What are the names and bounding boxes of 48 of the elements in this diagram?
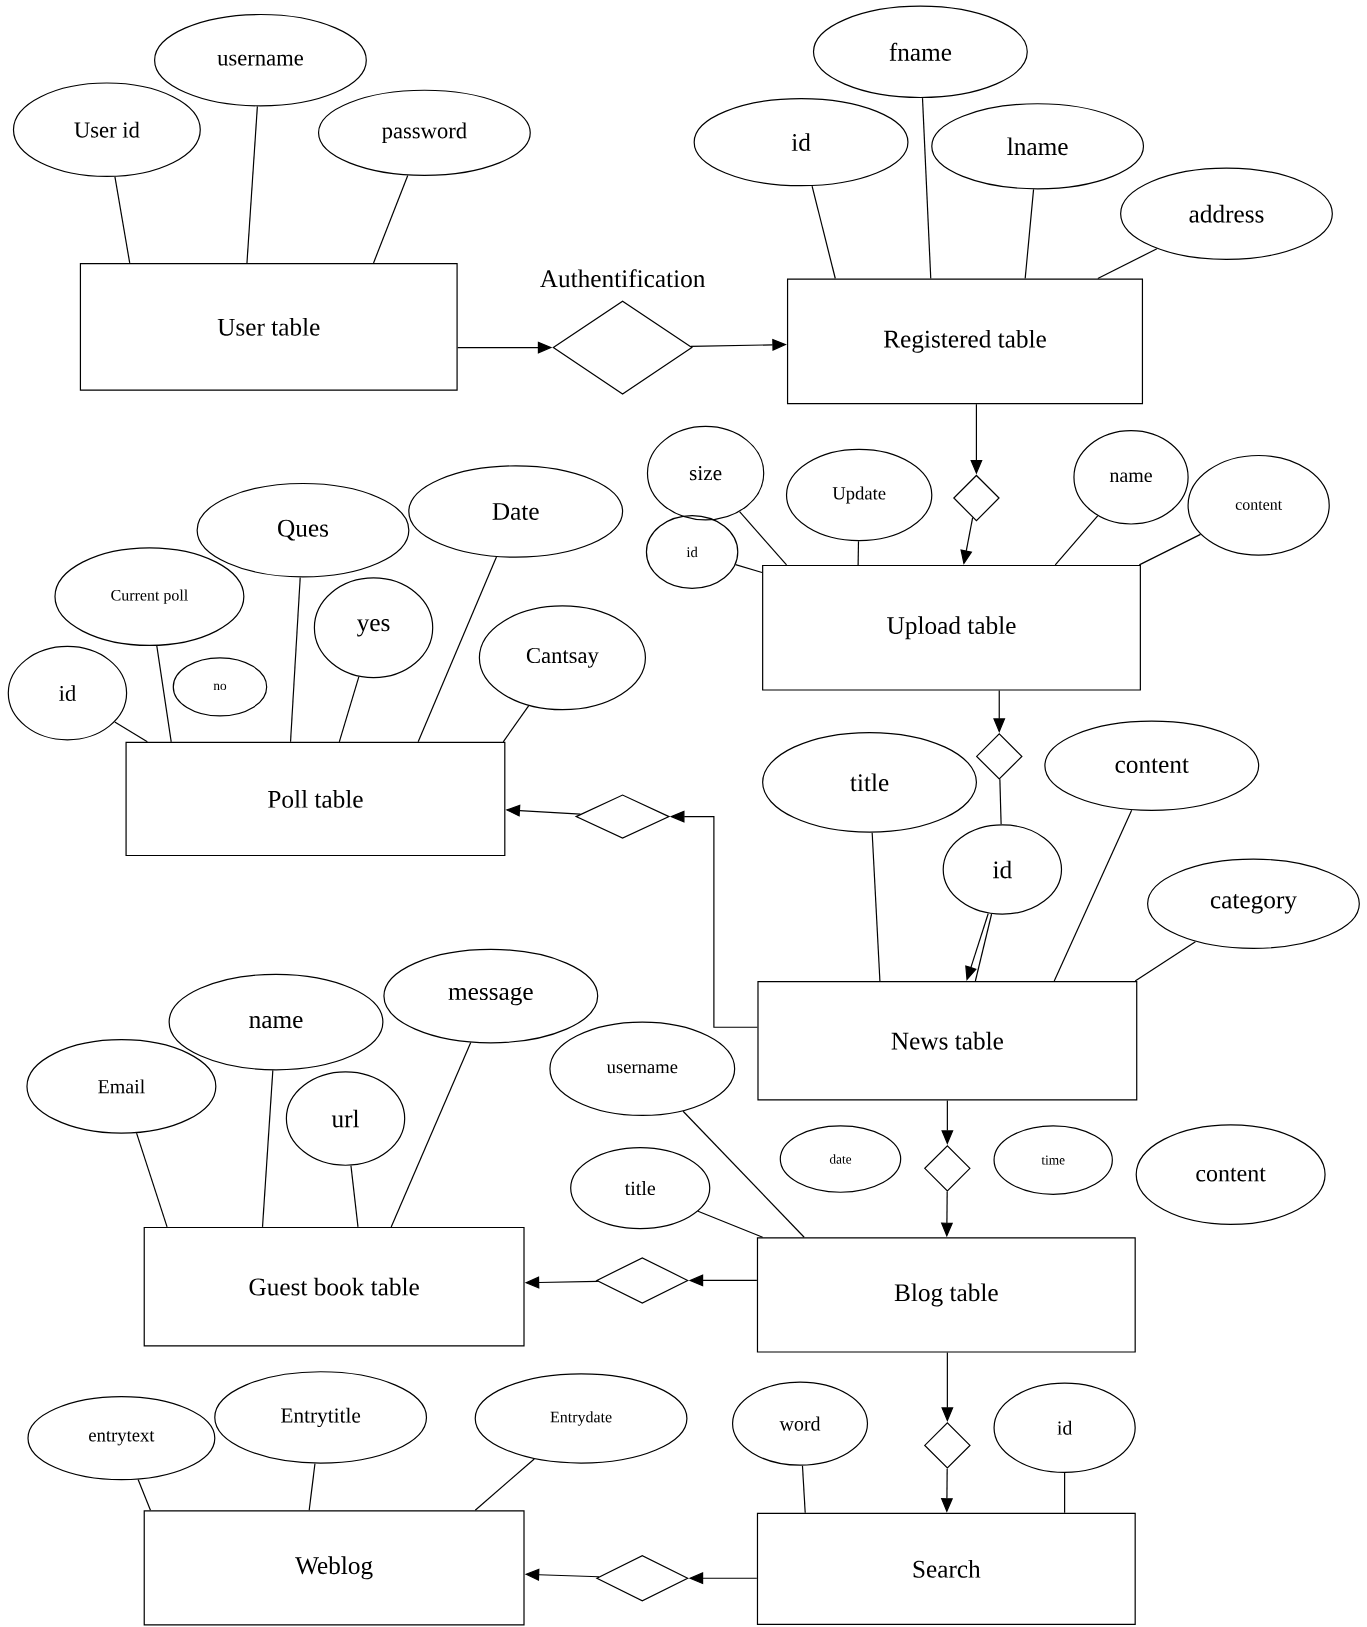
connector-line: [682, 1110, 805, 1238]
connector-line: [137, 1479, 152, 1511]
connector-line: [114, 721, 149, 743]
connector-line: [1138, 533, 1202, 566]
connector-line: [373, 174, 409, 264]
entity-box: Registered table: [787, 278, 1144, 405]
connector-line: [739, 511, 788, 566]
connector-line: [474, 1458, 536, 1511]
connector-line: [350, 1165, 359, 1228]
connector-line: [290, 576, 302, 743]
relationship-diamond: [924, 1422, 971, 1469]
connector-line: [156, 645, 173, 743]
connector-line: [857, 540, 860, 566]
connector-line: [735, 564, 763, 574]
connector-line: [1053, 809, 1133, 982]
entity-box: Blog table: [757, 1237, 1136, 1353]
entity-box: Search: [757, 1512, 1136, 1625]
connector-line: [417, 556, 498, 743]
entity-box: Poll table: [125, 741, 506, 857]
entity-box: News table: [757, 981, 1138, 1101]
entity-box: User table: [80, 262, 458, 391]
connector-line: [1134, 941, 1197, 982]
connector-line: [999, 778, 1002, 825]
entity-box: Weblog: [143, 1510, 525, 1626]
connector-line: [390, 1041, 472, 1228]
connector-line: [262, 1069, 274, 1228]
connector-line: [246, 105, 259, 264]
connector-line: [502, 705, 530, 743]
entity-box: Upload table: [762, 564, 1142, 691]
relationship-diamond: [976, 733, 1023, 780]
connector-line: [871, 832, 881, 982]
connector-line: [1054, 515, 1099, 566]
connector-line: [802, 1465, 807, 1514]
connector-line: [114, 176, 131, 264]
connector-line: [1064, 1472, 1066, 1514]
entity-box: Guest book table: [143, 1226, 525, 1347]
connector-line: [811, 185, 837, 280]
connector-line: [697, 1210, 764, 1238]
arrow: [965, 912, 990, 981]
connector-line: [922, 97, 932, 280]
connector-line: [1097, 248, 1158, 280]
connector-line: [338, 676, 360, 743]
relationship-diamond: [924, 1144, 971, 1192]
connector-line: [308, 1463, 316, 1511]
connector-line: [1024, 188, 1035, 280]
connector-line: [136, 1132, 168, 1228]
connector-line: [975, 913, 993, 982]
node-label: Authentification: [540, 269, 706, 288]
